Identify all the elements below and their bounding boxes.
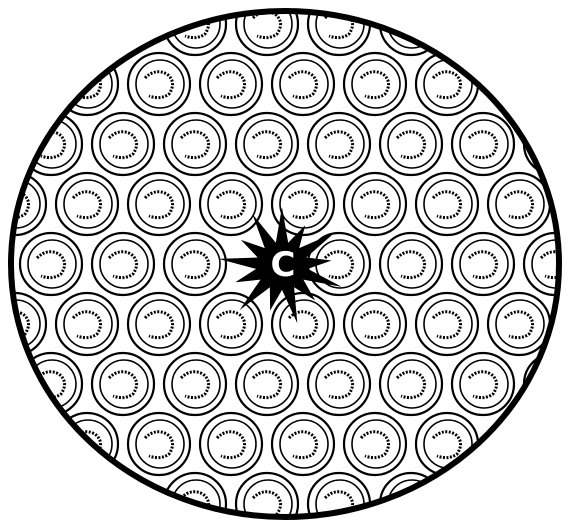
bubble <box>56 53 118 115</box>
bubble <box>344 413 406 475</box>
bubble <box>200 53 262 115</box>
bubble <box>452 113 514 175</box>
bubble <box>344 173 406 235</box>
bubble <box>272 413 334 475</box>
bubble <box>236 353 298 415</box>
bubble <box>20 233 82 295</box>
bubble <box>128 173 190 235</box>
bubble <box>56 293 118 355</box>
bubble <box>524 113 570 175</box>
bubble <box>92 113 154 175</box>
bubble <box>236 113 298 175</box>
bubble <box>164 233 226 295</box>
bubble <box>308 0 370 55</box>
center-label: C <box>271 245 296 285</box>
bubble <box>344 53 406 115</box>
bubble <box>308 113 370 175</box>
bubble <box>128 293 190 355</box>
bubble <box>344 293 406 355</box>
bubble <box>92 233 154 295</box>
bubble <box>380 233 442 295</box>
bubble <box>380 353 442 415</box>
bubble <box>452 233 514 295</box>
bubble <box>92 353 154 415</box>
bubble <box>56 173 118 235</box>
bubble <box>524 353 570 415</box>
bubble <box>128 413 190 475</box>
bubble <box>488 293 550 355</box>
bubble <box>56 413 118 475</box>
bubble <box>272 53 334 115</box>
bubble <box>416 173 478 235</box>
bubble <box>488 173 550 235</box>
bubble <box>200 173 262 235</box>
bubble <box>380 113 442 175</box>
bubble <box>308 353 370 415</box>
bubble <box>524 233 570 295</box>
bubble <box>272 293 334 355</box>
bubble <box>200 413 262 475</box>
bubble <box>164 113 226 175</box>
bubble <box>164 473 226 526</box>
bubble <box>200 293 262 355</box>
bubble <box>416 293 478 355</box>
bubble <box>452 353 514 415</box>
bubble <box>164 353 226 415</box>
bubble <box>128 53 190 115</box>
